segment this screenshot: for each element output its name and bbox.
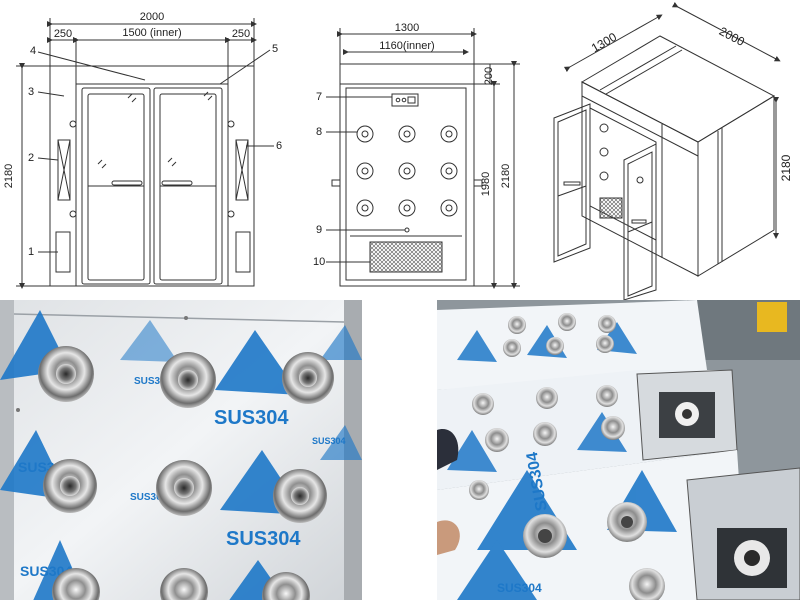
side-inner-width-label: 1160(inner) [379,40,434,52]
side-lamp [404,227,410,233]
iso-side-face [697,95,775,277]
front-inner-width-label: 1500 (inner) [122,27,181,39]
side-overall-width-label: 1300 [395,22,419,34]
side-view [326,28,520,289]
photo-nozzles [38,346,334,600]
front-side-left-label: 250 [54,28,72,40]
photo-assembly: SUS304 SUS304 [437,300,800,600]
sus304-text-7: SUS304 [312,436,346,446]
yellow-box [757,302,787,332]
front-left-fan [55,231,71,273]
front-view [16,18,274,289]
callout-8: 8 [316,126,322,138]
sus304-text-1: SUS304 [214,407,289,429]
front-side-right-label: 250 [232,28,250,40]
control-panel [391,93,419,107]
middle-nozzles [472,385,625,452]
iso-height-label: 2180 [779,154,793,181]
nozzle [52,568,100,600]
callout-10: 10 [313,256,325,268]
photo-left-svg: SUS304 SUS304 SUS304 SUS304 SUS304 SUS30… [0,300,362,600]
front-left-lamp [57,139,71,201]
side-nozzles [356,125,458,217]
sus304-text-9: SUS304 [497,581,542,595]
callout-5: 5 [272,43,278,55]
door-handle-left [111,180,143,186]
callout-1: 1 [28,246,34,258]
sus304-text-5: SUS304 [134,376,172,387]
side-top-height-label: 200 [483,67,495,85]
drawings-svg: 2000 250 1500 (inner) 250 2180 4 5 3 2 6… [3,1,793,300]
photo-right-svg: SUS304 SUS304 [437,300,800,600]
isometric-view [553,1,781,300]
callout-6: 6 [276,140,282,152]
photo-nozzle-panel: SUS304 SUS304 SUS304 SUS304 SUS304 SUS30… [0,300,362,600]
upper-panel [437,300,707,390]
lower-nozzles [469,480,665,600]
iso-front-face [581,81,699,277]
front-right-lamp [235,139,249,201]
nozzle [262,572,310,600]
nozzle [160,568,208,600]
technical-drawings: 2000 250 1500 (inner) 250 2180 4 5 3 2 6… [3,1,793,300]
side-inner-height-label: 1980 [480,172,492,196]
sus304-text-2: SUS304 [226,528,301,550]
callout-2: 2 [28,152,34,164]
side-view-labels: 1300 1160(inner) 200 1980 2180 7 8 9 10 [313,22,512,268]
callout-4: 4 [30,45,36,57]
iso-door-left [553,103,591,263]
sus304-text-4: SUS304 [130,492,168,503]
front-right-fan [235,231,251,273]
lower-panel [437,450,747,600]
front-height-label: 2180 [3,164,15,188]
front-view-labels: 2000 250 1500 (inner) 250 2180 4 5 3 2 6… [3,11,282,258]
side-overall-height-label: 2180 [500,164,512,188]
callout-9: 9 [316,224,322,236]
door-handle-right [161,180,193,186]
upper-nozzles [503,313,616,357]
worker-arm [437,429,459,470]
film-text: SUS304 SUS304 SUS304 SUS304 SUS304 SUS30… [18,376,346,579]
front-door-left [81,87,151,285]
iso-length-label: 2000 [717,24,747,49]
front-overall-width-label: 2000 [140,11,164,23]
iso-depth-label: 1300 [589,30,619,56]
front-door-right [153,87,223,285]
front-body [49,65,255,287]
callout-3: 3 [28,86,34,98]
iso-door-right [623,143,657,300]
callout-7: 7 [316,91,322,103]
